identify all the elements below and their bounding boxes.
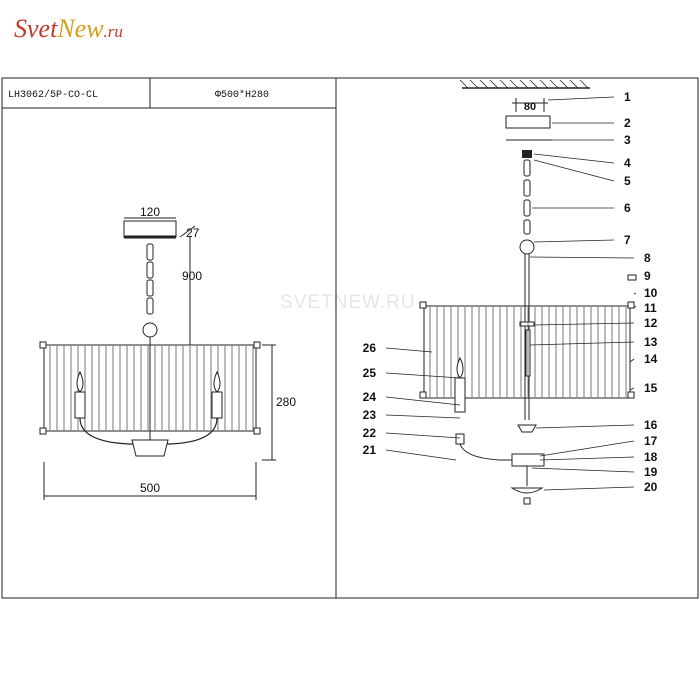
callout-21: 21 (363, 443, 377, 457)
finial-top (517, 424, 537, 433)
drawing-frame (1, 77, 699, 599)
callout-26: 26 (363, 341, 377, 355)
watermark: SVETNEW.RU (280, 292, 416, 313)
front-view: 120 27 900 (39, 205, 296, 500)
callout-9: 9 (644, 269, 651, 283)
callout-13: 13 (644, 335, 658, 349)
crystal-shade (43, 344, 257, 432)
callout-8: 8 (644, 251, 651, 265)
callout-10: 10 (644, 286, 658, 300)
height-dim: 280 (276, 395, 296, 409)
callout-20: 20 (644, 480, 658, 494)
callout-24: 24 (363, 390, 377, 404)
callouts: 1234567891011121314151617181920212223242… (363, 90, 658, 494)
bottom-body (131, 439, 169, 457)
top-width-dim: 80 (524, 101, 536, 113)
svetnew-logo: SvetNew.ru (14, 14, 123, 43)
diameter-dim: 500 (140, 481, 160, 495)
callout-25: 25 (363, 366, 377, 380)
callout-15: 15 (644, 381, 658, 395)
shade-exploded (423, 305, 631, 399)
callout-23: 23 (363, 408, 377, 422)
callout-5: 5 (624, 174, 631, 188)
hook-nut (522, 150, 532, 158)
callout-7: 7 (624, 233, 631, 247)
candle-left (74, 370, 86, 419)
callout-1: 1 (624, 90, 631, 104)
canopy-width-dim: 120 (140, 205, 160, 219)
callout-14: 14 (644, 352, 658, 366)
callout-17: 17 (644, 434, 658, 448)
canopy (123, 220, 177, 238)
callout-6: 6 (624, 201, 631, 215)
callout-16: 16 (644, 418, 658, 432)
arm-hub (511, 453, 545, 467)
model-label: LH3062/5P-CO-CL (8, 89, 98, 101)
callout-4: 4 (624, 156, 631, 170)
mounting-bar (505, 115, 551, 129)
callout-11: 11 (644, 301, 657, 315)
crystal-rods (49, 346, 254, 430)
callout-3: 3 (624, 133, 631, 147)
callout-12: 12 (644, 316, 658, 330)
callout-2: 2 (624, 116, 631, 130)
candle-right (211, 370, 223, 419)
finial-bottom (510, 487, 544, 494)
chain (142, 243, 158, 455)
size-label: Φ500*H280 (215, 89, 269, 101)
callout-18: 18 (644, 450, 658, 464)
candle-exploded (454, 356, 466, 413)
callout-19: 19 (644, 465, 658, 479)
chain-exploded (519, 159, 535, 420)
chain-length-dim: 900 (182, 269, 202, 283)
exploded-view: 80 (419, 79, 637, 505)
callout-22: 22 (363, 426, 377, 440)
